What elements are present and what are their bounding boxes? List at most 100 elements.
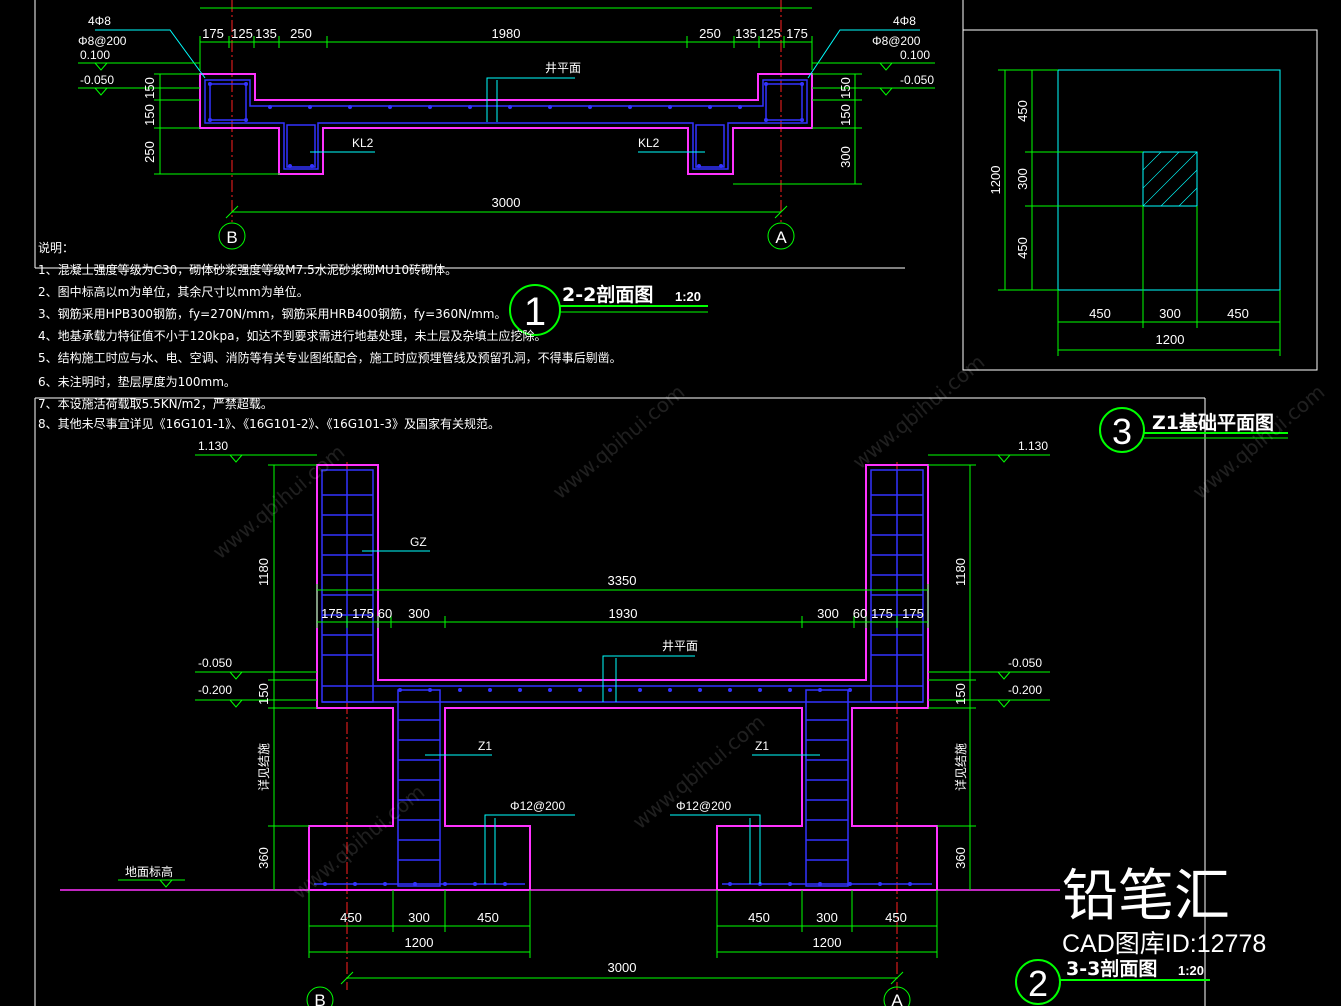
watermark-url-1: www.qbihui.com [208,440,349,564]
level-22-left-1: -0.050 [80,73,114,87]
level-33-right-0: 1.130 [1018,439,1048,453]
level-22-left-0: 0.100 [80,48,110,62]
rebar-22-right-stirrup: Φ8@200 [872,34,921,48]
sub-dim-33-7: 175 [871,606,893,621]
pier-label-left: Z1 [478,739,492,753]
footing-dim-right-1: 300 [816,910,838,925]
plan-hdim-1: 300 [1159,306,1181,321]
drawing-frame [34,0,1318,1006]
footing-dim-left-2: 450 [477,910,499,925]
axis-label-b-22: B [226,228,237,247]
note-2: 2、图中标高以m为单位，其余尺寸以mm为单位。 [38,284,309,299]
dim-22-top-1: 125 [231,26,253,41]
footing-dim-left-1: 300 [408,910,430,925]
watermark-url-6: www.qbihui.com [1188,380,1329,504]
vdim-22-left-0: 150 [142,77,157,99]
title-bubble-33 [1015,959,1061,1005]
rebar-22-left-main: 4Φ8 [88,14,111,28]
vdim-33-right-1: 详见结施 [953,743,968,791]
column-outline-plan [1142,151,1198,207]
title-bubble-num-22: 1 [524,290,546,334]
sub-dim-33-2: 60 [378,606,392,621]
level-22-right-0: 0.100 [900,48,930,62]
footing-outline-plan [1057,69,1281,291]
watermark: www.qbihui.com www.qbihui.com www.qbihui… [208,350,1329,958]
vdim-22-left-1: 150 [142,104,157,126]
pier-rebar-right [805,689,849,887]
scale-33: 1:20 [1178,963,1204,978]
sub-dim-33-3: 300 [408,606,430,621]
rebar-dots-footing [323,882,912,886]
vdim-22-right-1: 150 [838,104,853,126]
col-label-gz: GZ [410,535,427,549]
plan-vdim-2: 450 [1015,237,1030,259]
plan-vdim-1: 300 [1015,168,1030,190]
plan-hdim-0: 450 [1089,306,1111,321]
sub-dim-33-5: 300 [817,606,839,621]
axis-label-a-33: A [891,991,903,1006]
dim-22-top-6: 135 [735,26,757,41]
axis-bubble-a-22 [767,222,795,250]
title-plan: Z1基础平面图 [1152,411,1274,434]
sub-dim-33-1: 175 [352,606,374,621]
axis-bubble-b-22 [218,222,246,250]
beam-label-22-left: KL2 [352,136,374,150]
dim-22-top-7: 125 [759,26,781,41]
title-22: 2-2剖面图 [562,283,653,306]
footing-dim-right-0: 450 [748,910,770,925]
dim-22-top-4: 1980 [492,26,521,41]
col-height-33-right: 1180 [953,558,968,586]
bar-label-left: Φ12@200 [510,799,565,813]
plan-htotal: 1200 [1156,332,1185,347]
footing-total-right: 1200 [813,935,842,950]
sub-dim-33-4: 1930 [609,606,638,621]
section-3-3: 1.130 -0.050 -0.200 1.130 -0.050 -0.200 … [60,439,1210,1006]
dim-22-top-0: 175 [202,26,224,41]
stirrups-columns [322,494,923,656]
axis-bubble-a-33 [883,986,911,1006]
column-rebar-left [321,469,374,703]
title-bubble-22 [509,284,561,336]
well-label-22: 井平面 [545,61,581,75]
vdim-33-left-0: 150 [256,683,271,705]
plan-z1: 450 300 450 1200 450 300 450 1200 3 Z1基础… [988,69,1288,453]
rebar-dots-2-2 [208,82,804,168]
vdim-33-left-2: 360 [256,847,271,869]
sub-dim-33-6: 60 [853,606,867,621]
notes-heading: 说明： [38,240,74,255]
sub-dim-33-8: 175 [902,606,924,621]
axis-dim-33: 3000 [608,960,637,975]
watermark-brand: 铅笔汇 [1062,864,1230,929]
footing-dim-right-2: 450 [885,910,907,925]
note-3: 3、钢筋采用HPB300钢筋，fy=270N/mm，钢筋采用HRB400钢筋，f… [38,306,506,321]
wall-outline-3-3 [308,464,938,891]
level-22-right-1: -0.050 [900,73,934,87]
note-4: 4、地基承载力特征值不小于120kpa，如达不到要求需进行地基处理，未土层及杂填… [38,328,546,343]
vdim-22-right-0: 150 [838,77,853,99]
dim-22-top-5: 250 [699,26,721,41]
vdim-33-right-0: 150 [953,683,968,705]
note-5: 5、结构施工时应与水、电、空调、消防等有关专业图纸配合，施工时应预埋管线及预留孔… [38,350,622,365]
vdim-33-right-2: 360 [953,847,968,869]
note-6: 6、未注明时，垫层厚度为100mm。 [38,374,236,389]
vdim-22-left-2: 250 [142,141,157,163]
title-33: 3-3剖面图 [1066,957,1157,980]
axis-label-a-22: A [775,228,787,247]
note-8: 8、其他未尽事宜详见《16G101-1》、《16G101-2》、《16G101-… [38,416,500,431]
pier-rebar-left [397,689,441,887]
total-dim-33: 3350 [608,573,637,588]
beam-outline-2-2 [199,73,813,175]
sub-dim-33-0: 175 [321,606,343,621]
rebar-dots-slab [398,688,852,692]
dim-22-top-3: 250 [290,26,312,41]
section-2-2: 175 125 135 250 1980 250 135 125 175 4Φ8… [78,0,935,336]
dim-22-top-8: 175 [786,26,808,41]
general-notes: 说明： 1、混凝土强度等级为C30，砌体砂浆强度等级M7.5水泥砂浆砌MU10砖… [38,240,622,431]
level-33-left-0: 1.130 [198,439,228,453]
plan-vdim-0: 450 [1015,100,1030,122]
vdim-22-right-2: 300 [838,146,853,168]
watermark-id: CAD图库ID:12778 [1062,930,1266,958]
title-bubble-num-plan: 3 [1112,411,1132,452]
axis-dim-22: 3000 [492,195,521,210]
